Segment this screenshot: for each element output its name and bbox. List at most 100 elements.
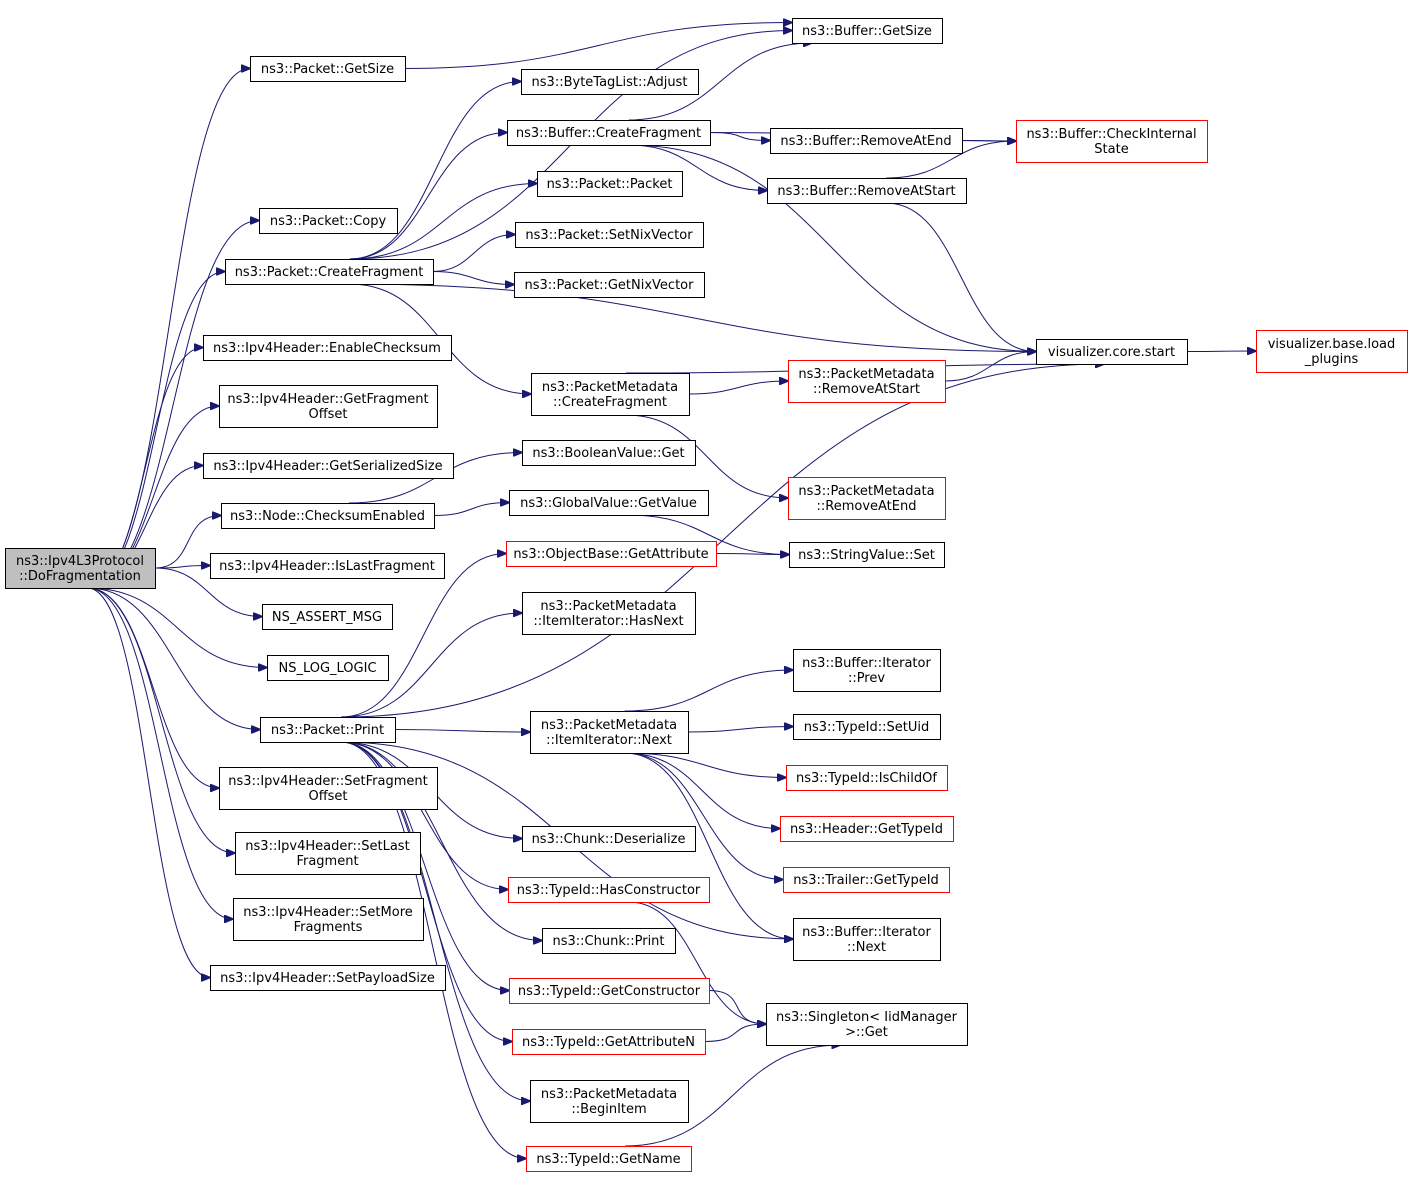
node-ob-getattr[interactable]: ns3::ObjectBase::GetAttribute — [506, 541, 717, 567]
node-box — [542, 928, 676, 954]
node-pmii-next[interactable]: ns3::PacketMetadata::ItemIterator::Next — [530, 711, 689, 754]
node-label-line: ns3::PacketMetadata — [541, 718, 677, 733]
node-viz-core-start[interactable]: visualizer.core.start — [1036, 339, 1188, 365]
node-sv-set[interactable]: ns3::StringValue::Set — [789, 542, 945, 568]
node-box — [267, 655, 389, 681]
node-h-islastfrag[interactable]: ns3::Ipv4Header::IsLastFragment — [210, 553, 445, 579]
node-chunk-deser[interactable]: ns3::Chunk::Deserialize — [522, 826, 696, 852]
node-label-line: ns3::Ipv4Header::GetFragment — [227, 392, 428, 407]
node-box — [210, 965, 446, 991]
node-pm-removeatstart[interactable]: ns3::PacketMetadata::RemoveAtStart — [788, 360, 946, 403]
node-pkt-getnix[interactable]: ns3::Packet::GetNixVector — [514, 272, 705, 298]
node-tid-setuid[interactable]: ns3::TypeId::SetUid — [793, 714, 941, 740]
node-box — [203, 335, 452, 361]
node-box — [788, 477, 946, 520]
node-bi-prev[interactable]: ns3::Buffer::Iterator::Prev — [793, 649, 941, 692]
node-label-line: ns3::TypeId::GetConstructor — [518, 984, 701, 999]
node-box — [793, 714, 941, 740]
node-tid-hasctor[interactable]: ns3::TypeId::HasConstructor — [508, 877, 710, 903]
call-edge-pkt_print-to-pmii_hasnext — [340, 613, 522, 718]
node-label-line: ns3::Ipv4Header::SetMore — [243, 905, 413, 920]
node-gv-getvalue[interactable]: ns3::GlobalValue::GetValue — [509, 490, 709, 516]
node-h-enablecs[interactable]: ns3::Ipv4Header::EnableChecksum — [203, 335, 452, 361]
node-bool-get[interactable]: ns3::BooleanValue::Get — [522, 440, 696, 466]
node-label-line: NS_ASSERT_MSG — [272, 610, 382, 625]
node-pkt-packet[interactable]: ns3::Packet::Packet — [537, 171, 683, 197]
node-box — [793, 918, 941, 961]
node-box — [250, 56, 406, 82]
node-h-setpayload[interactable]: ns3::Ipv4Header::SetPayloadSize — [210, 965, 446, 991]
node-box — [522, 592, 696, 635]
node-h-getsersize[interactable]: ns3::Ipv4Header::GetSerializedSize — [203, 453, 454, 479]
node-pkt-copy[interactable]: ns3::Packet::Copy — [259, 208, 398, 234]
node-box — [783, 867, 950, 893]
node-tid-ischildof[interactable]: ns3::TypeId::IsChildOf — [786, 765, 948, 791]
node-box — [792, 18, 943, 44]
node-label-line: ::Prev — [848, 671, 885, 686]
call-edge-pmii_next-to-bi_prev — [624, 670, 793, 712]
node-label-line: Offset — [308, 407, 347, 422]
node-pm-removeatend[interactable]: ns3::PacketMetadata::RemoveAtEnd — [788, 477, 946, 520]
call-edge-tid_getctor-to-singleton_get — [708, 990, 766, 1025]
node-bi-next[interactable]: ns3::Buffer::Iterator::Next — [793, 918, 941, 961]
node-label-line: ns3::Ipv4Header::SetLast — [245, 839, 409, 854]
node-trl-gettypeid[interactable]: ns3::Trailer::GetTypeId — [783, 867, 950, 893]
node-singleton-get[interactable]: ns3::Singleton< IidManager >::Get — [766, 1003, 968, 1046]
node-tid-getctor[interactable]: ns3::TypeId::GetConstructor — [509, 978, 710, 1004]
node-hdr-gettypeid[interactable]: ns3::Header::GetTypeId — [780, 816, 954, 842]
node-label-line: visualizer.base.load — [1268, 337, 1396, 352]
node-label-line: ns3::Buffer::GetSize — [802, 24, 932, 39]
call-edge-pkt_print-to-ob_getattr — [340, 554, 506, 718]
call-edge-buf_createfrag-to-buf_getsize — [628, 43, 812, 121]
call-edge-pm_createfrag-to-pm_removeatend — [625, 414, 788, 498]
node-buf-removeatstart[interactable]: ns3::Buffer::RemoveAtStart — [767, 178, 967, 204]
node-box — [526, 1146, 692, 1172]
node-ns-assert[interactable]: NS_ASSERT_MSG — [262, 604, 393, 630]
node-chunk-print[interactable]: ns3::Chunk::Print — [542, 928, 676, 954]
node-box — [788, 360, 946, 403]
node-tid-getattrn[interactable]: ns3::TypeId::GetAttributeN — [512, 1029, 706, 1055]
call-edge-root-to-node_csenabled — [154, 516, 221, 569]
node-pmii-hasnext[interactable]: ns3::PacketMetadata::ItemIterator::HasNe… — [522, 592, 696, 635]
call-edge-pkt_print-to-pmii_next — [394, 730, 530, 733]
node-label-line: ::ItemIterator::HasNext — [533, 614, 683, 629]
call-edge-root-to-ns_log — [87, 587, 268, 668]
call-edge-pmii_next-to-tid_ischildof — [624, 752, 786, 778]
node-box — [514, 272, 705, 298]
node-label-line: ::Next — [847, 940, 886, 955]
node-label-line: ns3::Packet::CreateFragment — [235, 265, 424, 280]
node-label-line: Fragments — [294, 920, 363, 935]
node-buf-removeatend[interactable]: ns3::Buffer::RemoveAtEnd — [770, 128, 963, 154]
node-pkt-getsize[interactable]: ns3::Packet::GetSize — [250, 56, 406, 82]
node-box — [225, 259, 434, 285]
node-label-line: ns3::TypeId::GetAttributeN — [522, 1035, 695, 1050]
node-ns-log[interactable]: NS_LOG_LOGIC — [267, 655, 389, 681]
node-label-line: ns3::Chunk::Print — [552, 934, 664, 949]
node-buf-getsize[interactable]: ns3::Buffer::GetSize — [792, 18, 943, 44]
node-root[interactable]: ns3::Ipv4L3Protocol::DoFragmentation — [5, 548, 156, 589]
call-edge-pkt_print-to-pm_beginitem — [340, 741, 530, 1101]
node-pm-beginitem[interactable]: ns3::PacketMetadata::BeginItem — [530, 1080, 689, 1123]
node-box — [203, 453, 454, 479]
node-pkt-print[interactable]: ns3::Packet::Print — [260, 717, 396, 743]
call-edge-pkt_createfrag-to-pkt_packet — [349, 184, 537, 260]
call-edge-buf_removeatstart-to-viz_core_start — [886, 202, 1036, 352]
node-box — [789, 542, 945, 568]
node-box — [786, 765, 948, 791]
node-viz-load-plugins[interactable]: visualizer.base.load_plugins — [1256, 330, 1408, 373]
node-node-csenabled[interactable]: ns3::Node::ChecksumEnabled — [221, 503, 435, 529]
node-pkt-setnix[interactable]: ns3::Packet::SetNixVector — [515, 222, 704, 248]
node-tid-getname[interactable]: ns3::TypeId::GetName — [526, 1146, 692, 1172]
node-pkt-createfrag[interactable]: ns3::Packet::CreateFragment — [225, 259, 434, 285]
node-btl-adjust[interactable]: ns3::ByteTagList::Adjust — [521, 69, 699, 95]
node-pm-createfrag[interactable]: ns3::PacketMetadata::CreateFragment — [531, 373, 690, 416]
node-label-line: ::RemoveAtStart — [813, 382, 920, 397]
node-label-line: ns3::TypeId::HasConstructor — [517, 883, 701, 898]
call-edge-buf_createfrag-to-buf_removeatend — [709, 132, 770, 141]
node-buf-createfrag[interactable]: ns3::Buffer::CreateFragment — [507, 120, 711, 146]
